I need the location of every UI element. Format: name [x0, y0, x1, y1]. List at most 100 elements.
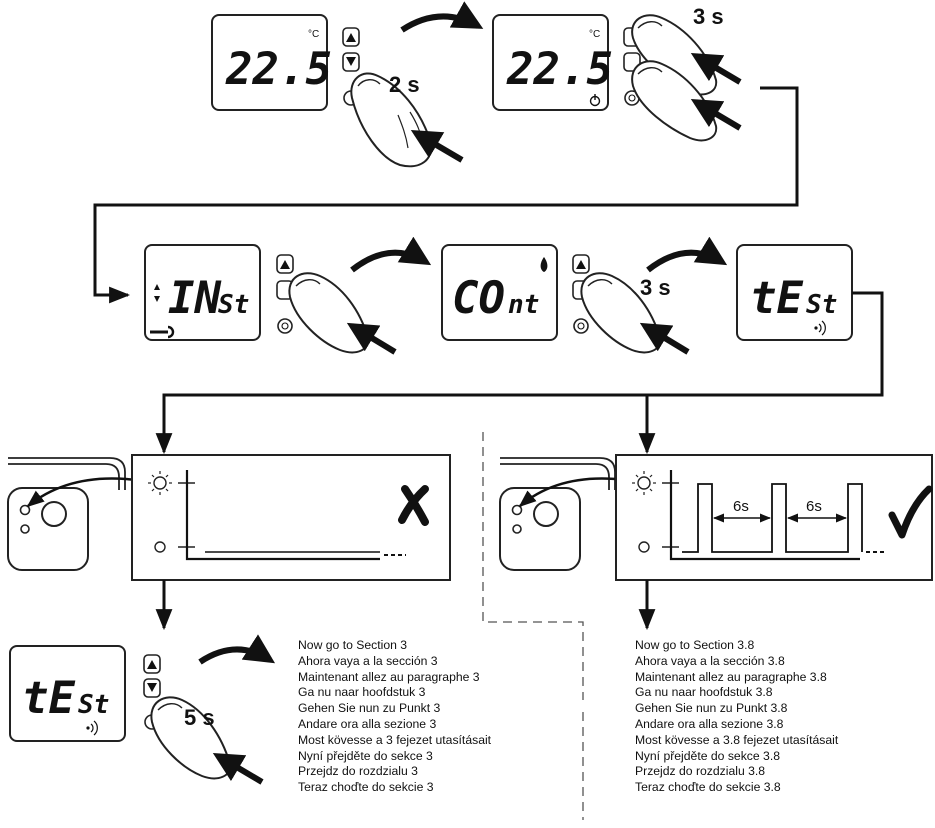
display-big: tE: [750, 273, 803, 324]
press-arrow: [346, 322, 397, 355]
up-indicator-icon: [154, 284, 160, 290]
connector-line-2: [155, 291, 884, 455]
power-button[interactable]: [573, 318, 589, 334]
up-button[interactable]: [342, 27, 360, 47]
receiver-button: [41, 501, 67, 527]
press-duration-1: 2 s: [389, 72, 420, 97]
instruction-line: Teraz choďte do sekcie 3.8: [635, 780, 781, 795]
display-big: CO: [452, 273, 505, 324]
boiler-receiver-left: [7, 457, 126, 571]
instruction-line: Ga nu naar hoofdstuk 3.8: [635, 685, 773, 700]
led-indicator-arrow: [26, 477, 137, 508]
led-off-icon: [154, 541, 166, 553]
thermostat-display-3: IN St: [144, 244, 261, 341]
signal-trace-pulses: [682, 483, 863, 553]
press-duration-6: 5 s: [184, 705, 215, 730]
instructions-left: Now go to Section 3 Ahora vaya a la secc…: [298, 638, 491, 796]
display-small: St: [218, 290, 249, 320]
cross-mark-icon: [398, 485, 429, 526]
led-signal-panel-fail: [131, 454, 451, 581]
display-small: St: [78, 690, 109, 720]
down-arrow-icon: [346, 57, 356, 66]
flow-arrow-3: [646, 236, 728, 273]
flow-arrow-2: [350, 236, 432, 273]
display-temperature: 22.5: [225, 44, 332, 95]
led-indicator-arrow: [518, 477, 627, 508]
connector-line-1: [93, 86, 799, 304]
thermostat-display-6: tE St: [9, 645, 126, 742]
flow-arrow-1: [400, 1, 484, 33]
display-unit: °C: [308, 29, 319, 40]
instruction-line: Przejdz do rozdzialu 3.8: [635, 764, 766, 779]
instruction-line: Gehen Sie nun zu Punkt 3.8: [635, 701, 788, 716]
standby-icon: [589, 94, 601, 107]
check-mark-icon: [888, 485, 933, 539]
receiver-led: [19, 504, 31, 516]
instruction-line: Andare ora alla sezione 3.8: [635, 716, 784, 731]
dashed-divider: [482, 432, 584, 700]
press-arrow: [639, 322, 690, 355]
up-button[interactable]: [143, 654, 161, 674]
down-arrow-icon: [147, 683, 157, 692]
wrench-icon: [150, 325, 175, 339]
up-arrow-icon: [576, 260, 586, 269]
finger-press-3: [288, 272, 370, 354]
press-duration-4: 3 s: [640, 275, 671, 300]
up-arrow-icon: [346, 33, 356, 42]
instruction-line: Gehen Sie nun zu Punkt 3: [298, 701, 441, 716]
instruction-line: Nyní přejděte do sekce 3.8: [635, 748, 780, 763]
thermostat-display-2: 22.5 °C: [492, 14, 613, 111]
instruction-line: Nyní přejděte do sekce 3: [298, 748, 433, 763]
interval-label-1: 6s: [733, 498, 749, 515]
thermostat-display-5: tE St: [736, 244, 853, 341]
display-small: St: [806, 290, 837, 320]
instruction-line: Most kövesse a 3 fejezet utasításait: [298, 732, 492, 747]
instruction-line: Ahora vaya a la sección 3.8: [635, 653, 785, 668]
instruction-line: Andare ora alla sezione 3: [298, 716, 437, 731]
power-button[interactable]: [277, 318, 293, 334]
power-button[interactable]: [624, 90, 640, 106]
button-column-2: [623, 27, 641, 106]
down-button[interactable]: [342, 52, 360, 72]
instruction-line: Most kövesse a 3.8 fejezet utasításait: [635, 732, 839, 747]
instruction-line: Teraz choďte do sekcie 3: [298, 780, 434, 795]
receiver-button: [533, 501, 559, 527]
press-arrow: [690, 52, 742, 85]
signal-icon: [86, 720, 98, 736]
up-arrow-icon: [280, 260, 290, 269]
instructions-right: Now go to Section 3.8 Ahora vaya a la se…: [635, 638, 838, 796]
led-on-icon: [632, 471, 656, 495]
instruction-line: Maintenant allez au paragraphe 3.8: [635, 669, 827, 684]
led-on-icon: [148, 471, 172, 495]
flame-icon: [540, 257, 548, 272]
up-button[interactable]: [276, 254, 294, 274]
down-button[interactable]: [143, 678, 161, 698]
thermostat-display-4: CO nt: [441, 244, 558, 341]
button-column-1: [342, 27, 360, 106]
display-small: nt: [508, 290, 539, 320]
instruction-line: Now go to Section 3.8: [635, 638, 755, 652]
display-big: IN: [168, 273, 221, 324]
flow-arrow-6: [198, 634, 276, 665]
display-unit: °C: [589, 29, 600, 40]
signal-icon: [814, 320, 826, 336]
press-arrow: [212, 752, 264, 785]
instruction-line: Ahora vaya a la sección 3: [298, 653, 438, 668]
press-arrow: [690, 98, 742, 131]
instruction-line: Maintenant allez au paragraphe 3: [298, 669, 480, 684]
instruction-line: Now go to Section 3: [298, 638, 408, 652]
boiler-receiver-right: [499, 457, 616, 571]
up-arrow-icon: [147, 660, 157, 669]
down-indicator-icon: [154, 296, 160, 302]
receiver-led: [511, 504, 523, 516]
press-duration-2: 3 s: [693, 4, 724, 29]
led-off-icon: [638, 541, 650, 553]
thermostat-display-1: 22.5 °C: [211, 14, 332, 111]
up-button[interactable]: [572, 254, 590, 274]
led-signal-panel-ok: 6s 6s: [615, 454, 933, 581]
press-arrow: [410, 129, 464, 163]
signal-trace-flat: [185, 470, 380, 561]
interval-label-2: 6s: [806, 498, 822, 515]
display-temperature: 22.5: [506, 44, 613, 95]
